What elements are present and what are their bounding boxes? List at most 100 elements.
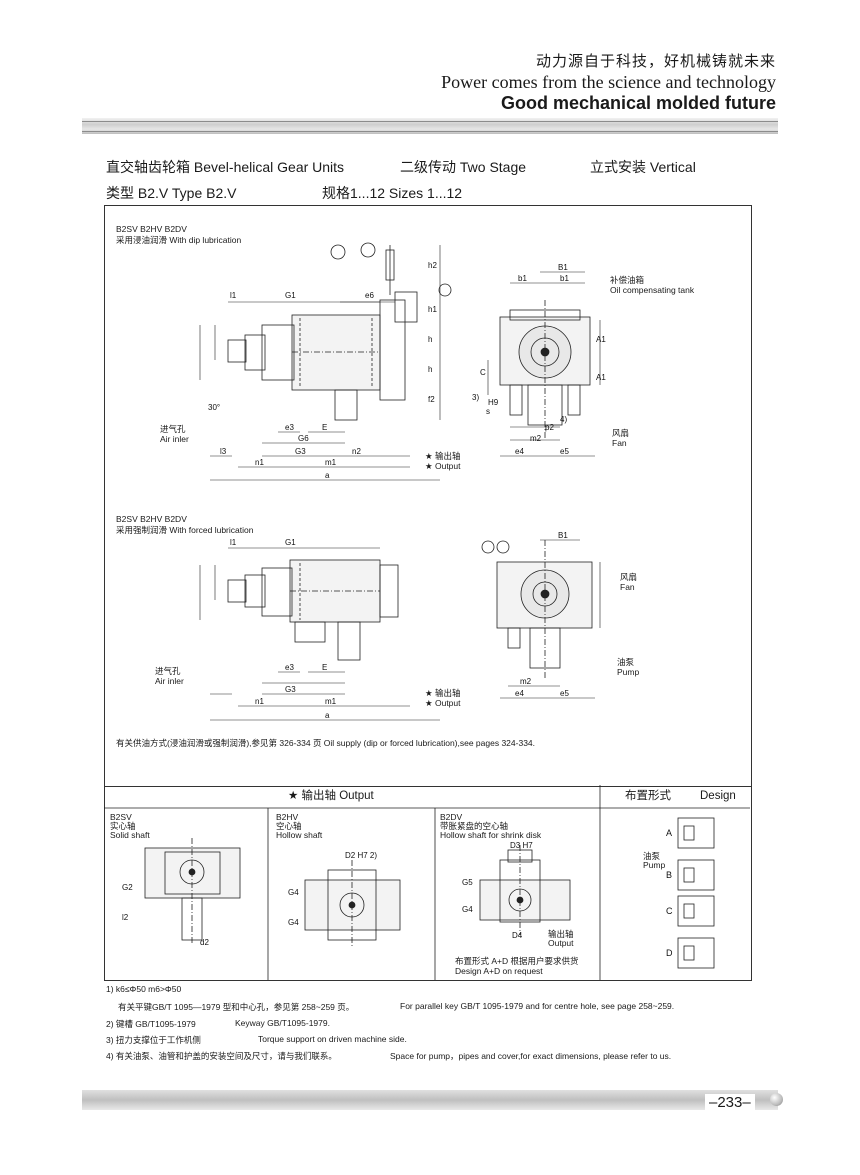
side-view-1 [227, 242, 452, 421]
dim-label: G5 [462, 878, 473, 887]
dim-label: D2 H7 2) [345, 851, 377, 860]
dim-label: G1 [285, 291, 296, 300]
dim-label: G3 [285, 685, 296, 694]
section1-types: B2SV B2HV B2DV [116, 224, 187, 234]
dim-label: a [325, 711, 330, 720]
air-inlet2-cn: 进气孔 [155, 666, 181, 676]
header-slogan-cn: 动力源自于科技，好机械铸就未来 [535, 52, 776, 70]
output-cn-1: ★ 输出轴 [425, 451, 461, 461]
header-bar [82, 118, 778, 134]
dim-label: h2 [428, 261, 437, 270]
comp-tank-cn: 补偿油箱 [610, 275, 645, 285]
end-view-1 [499, 300, 591, 440]
dim-label: e3 [285, 423, 294, 432]
shrink-en: Hollow shaft for shrink disk [440, 830, 542, 840]
shrink-cn: 带胀紧盘的空心轴 [440, 821, 509, 831]
end-view-2 [481, 540, 593, 680]
dim-label: G4 [462, 905, 473, 914]
dim-label: G4 [288, 918, 299, 927]
header-tagline: Good mechanical molded future [500, 93, 776, 113]
design-letter-c: C [666, 906, 673, 916]
footnote-3-cn: 3) 扭力支撑位于工作机侧 [106, 1035, 201, 1045]
dim-label: 4) [560, 415, 567, 424]
section2-types: B2SV B2HV B2DV [116, 514, 187, 524]
dim-label: D3 H7 [510, 841, 533, 850]
footnote-1b-cn: 有关平键GB/T 1095—1979 型和中心孔，参见第 258~259 页。 [118, 1002, 355, 1012]
shrink-output-cn: 输出轴 [548, 929, 574, 939]
comp-tank-en: Oil compensating tank [610, 285, 695, 295]
title-product: 直交轴齿轮箱 Bevel-helical Gear Units [106, 159, 345, 175]
footnote-4-cn: 4) 有关油泵、油管和护盖的安装空间及尺寸，请与我们联系。 [106, 1051, 337, 1061]
shrink-output-en: Output [548, 938, 574, 948]
dim-label: e6 [365, 291, 374, 300]
footer-ball-icon [770, 1093, 783, 1106]
title-type: 类型 B2.V Type B2.V [106, 185, 237, 201]
dim-label: e5 [560, 689, 569, 698]
header-slogan-en: Power comes from the science and technol… [441, 72, 776, 92]
dim-label: H9 [488, 398, 499, 407]
dim-label: G4 [288, 888, 299, 897]
dim-label: n2 [352, 447, 361, 456]
header-rule-top [82, 121, 778, 122]
design-pump-en: Pump [643, 860, 666, 870]
dim-label: E [322, 663, 327, 672]
footer-bar [82, 1090, 778, 1110]
shrink-disk-view [479, 845, 571, 935]
output-en-1: ★ Output [425, 461, 461, 471]
dim-label: 3) [472, 393, 479, 402]
output-section-header: ★ 输出轴 Output [288, 790, 374, 802]
footnote-2-cn: 2) 键槽 GB/T1095-1979 [106, 1019, 196, 1029]
dim-label: m1 [325, 458, 337, 467]
dim-label: e4 [515, 447, 524, 456]
side-view-2 [227, 559, 399, 661]
dim-label: C [480, 368, 486, 377]
design-note-en: Design A+D on request [455, 966, 543, 976]
dim-label: b1 [518, 274, 527, 283]
dim-label: l3 [220, 447, 227, 456]
dim-label: e3 [285, 663, 294, 672]
dim-label: m2 [530, 434, 542, 443]
header-rule-bottom [82, 131, 778, 132]
dim-label: l2 [122, 913, 129, 922]
footnote-2-en: Keyway GB/T1095-1979. [235, 1018, 330, 1028]
dim-label: e4 [515, 689, 524, 698]
dim-label: b1 [560, 274, 569, 283]
dim-label: A1 [596, 335, 606, 344]
design-diagrams [677, 817, 715, 969]
dim-label: m1 [325, 697, 337, 706]
dim-label: d2 [200, 938, 209, 947]
hollow-en: Hollow shaft [276, 830, 323, 840]
output-cn-2: ★ 输出轴 [425, 688, 461, 698]
output-frame [104, 785, 752, 981]
design-header-en: Design [700, 790, 736, 802]
dim-label: h [428, 365, 432, 374]
footnote-1b-en: For parallel key GB/T 1095-1979 and for … [400, 1001, 675, 1011]
dim-label: m2 [520, 677, 532, 686]
dim-label: G1 [285, 538, 296, 547]
title-mounting: 立式安装 Vertical [590, 159, 696, 175]
dim-label: s [486, 407, 490, 416]
design-letter-a: A [666, 828, 672, 838]
fan-en: Fan [612, 438, 627, 448]
dim-label: l1 [230, 291, 237, 300]
dim-label: n1 [255, 458, 264, 467]
dim-label: G6 [298, 434, 309, 443]
air-inlet-en: Air inler [160, 434, 189, 444]
dim-label: D4 [512, 931, 523, 940]
dim-label: h1 [428, 305, 437, 314]
hollow-cn: 空心轴 [276, 821, 302, 831]
dim-label: E [322, 423, 327, 432]
design-letter-d: D [666, 948, 673, 958]
footnote-3-en: Torque support on driven machine side. [258, 1034, 407, 1044]
design-note-cn: 布置形式 A+D 根据用户要求供货 [455, 956, 579, 966]
dim-label: n1 [255, 697, 264, 706]
fan-cn: 风扇 [612, 428, 630, 438]
hollow-code: B2HV [276, 812, 299, 822]
dim-label: B1 [558, 531, 568, 540]
design-letter-b: B [666, 870, 672, 880]
page-number: –233– [705, 1094, 755, 1111]
fan2-cn: 风扇 [620, 572, 638, 582]
section2-lubrication: 采用强制润滑 With forced lubrication [116, 525, 254, 535]
dim-label: A1 [596, 373, 606, 382]
